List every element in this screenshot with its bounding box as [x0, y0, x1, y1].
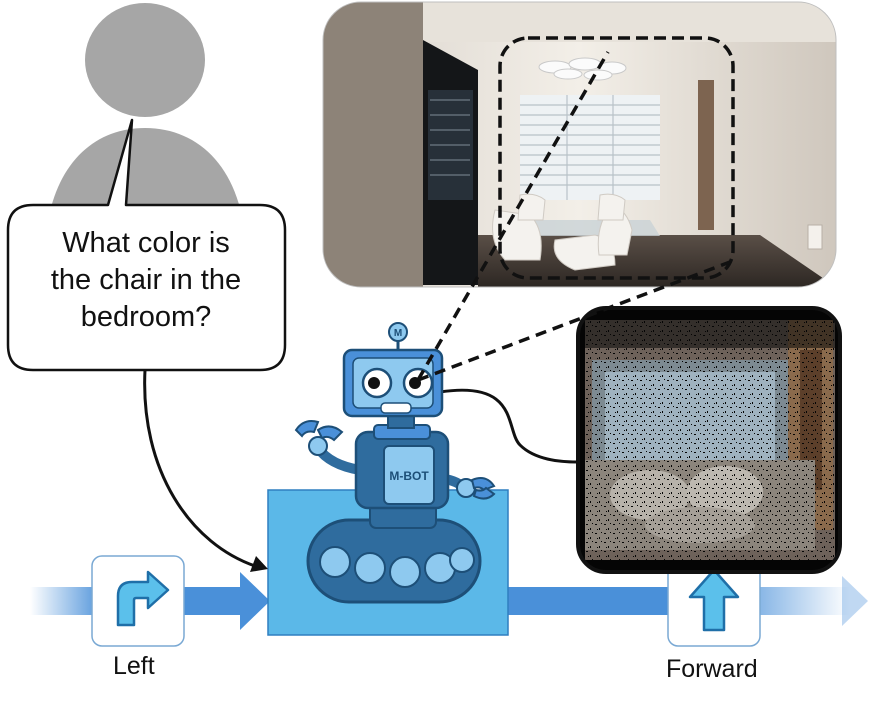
connector-arrowhead: [250, 556, 268, 572]
robot-left-arm: [294, 420, 361, 475]
view-rays: [416, 51, 731, 382]
rgb-observation-frame: [322, 1, 837, 288]
turn-right-arrow-icon: [116, 570, 170, 627]
up-arrow-icon: [688, 568, 740, 632]
speech-line-2: the chair in the: [50, 264, 242, 296]
point-cloud-frame: [576, 306, 842, 574]
rgb-observation-image: [323, 2, 836, 287]
robot-tracks: [306, 518, 482, 604]
robot-head: M: [342, 322, 444, 418]
speech-bubble: [6, 118, 287, 372]
robot-torso: M-BOT: [354, 424, 450, 529]
left-action-card: [91, 555, 185, 647]
robot-to-pointcloud-connector: [439, 388, 579, 464]
robot-chest-label: M-BOT: [389, 469, 429, 483]
speech-line-3: bedroom?: [80, 301, 212, 333]
forward-action-label: Forward: [666, 655, 758, 683]
point-cloud-image: [578, 308, 840, 572]
question-to-agent-connector: [143, 369, 259, 569]
speech-question: What color is the chair in the bedroom?: [18, 225, 274, 336]
speech-line-1: What color is: [62, 227, 230, 259]
robot-antenna-label: M: [394, 328, 402, 339]
forward-action-card: [667, 555, 761, 647]
left-action-label: Left: [113, 652, 155, 680]
robot-illustration: M-BOT M: [294, 322, 496, 604]
